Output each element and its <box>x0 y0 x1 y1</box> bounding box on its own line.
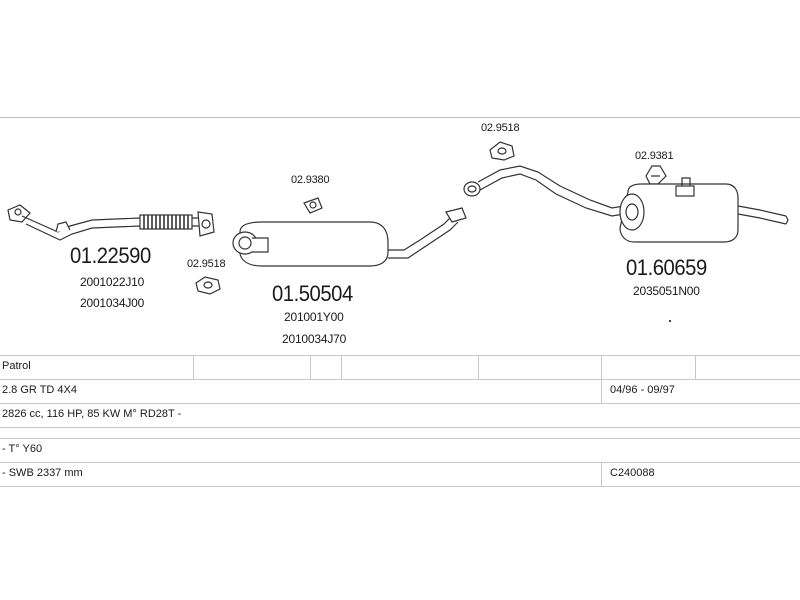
table-line <box>0 462 800 463</box>
cell-type: - T° Y60 <box>2 443 43 455</box>
ref-rear-silencer-1: 2035051N00 <box>633 284 700 298</box>
diagram-top-border <box>0 117 800 118</box>
part-number-gasket-top: 02.9518 <box>481 122 520 134</box>
ref-center-silencer-1: 201001Y00 <box>284 310 344 324</box>
table-divider <box>193 355 194 379</box>
hanger-rear-part[interactable] <box>645 165 667 185</box>
cell-engine: 2.8 GR TD 4X4 <box>2 384 77 396</box>
table-divider <box>695 355 696 379</box>
part-number-rear-silencer: 01.60659 <box>626 255 707 280</box>
part-number-center-silencer: 01.50504 <box>272 281 353 306</box>
part-number-hanger-mid: 02.9380 <box>291 174 330 186</box>
table-line <box>0 438 800 439</box>
cell-model: Patrol <box>2 360 31 372</box>
gasket-top-part[interactable] <box>489 141 515 161</box>
front-pipe-part[interactable] <box>7 204 215 241</box>
cell-details: 2826 cc, 116 HP, 85 KW M° RD28T - <box>2 408 182 420</box>
table-divider <box>478 355 479 379</box>
gasket-left-part[interactable] <box>195 276 221 295</box>
ref-center-silencer-2: 2010034J70 <box>282 332 347 346</box>
intermediate-pipe-part[interactable] <box>463 165 625 217</box>
table-line <box>0 403 800 404</box>
rear-silencer-part[interactable] <box>619 177 789 243</box>
mark-dot <box>669 320 671 322</box>
cell-wheelbase: - SWB 2337 mm <box>2 467 83 479</box>
table-divider <box>341 355 342 379</box>
hanger-mid-part[interactable] <box>303 197 323 214</box>
cell-catalog: C240088 <box>610 467 655 479</box>
table-divider <box>601 355 602 403</box>
ref-front-pipe-2: 2001034J00 <box>80 296 145 310</box>
table-divider <box>601 462 602 486</box>
table-line <box>0 379 800 380</box>
exhaust-system-diagram <box>7 141 789 295</box>
ref-front-pipe-1: 2001022J10 <box>80 275 145 289</box>
table-divider <box>310 355 311 379</box>
part-number-gasket-left: 02.9518 <box>187 258 226 270</box>
center-silencer-part[interactable] <box>232 207 467 267</box>
table-line <box>0 355 800 356</box>
table-line <box>0 486 800 487</box>
part-number-hanger-rear: 02.9381 <box>635 150 674 162</box>
cell-years: 04/96 - 09/97 <box>610 384 675 396</box>
table-line <box>0 427 800 428</box>
part-number-front-pipe: 01.22590 <box>70 243 151 268</box>
